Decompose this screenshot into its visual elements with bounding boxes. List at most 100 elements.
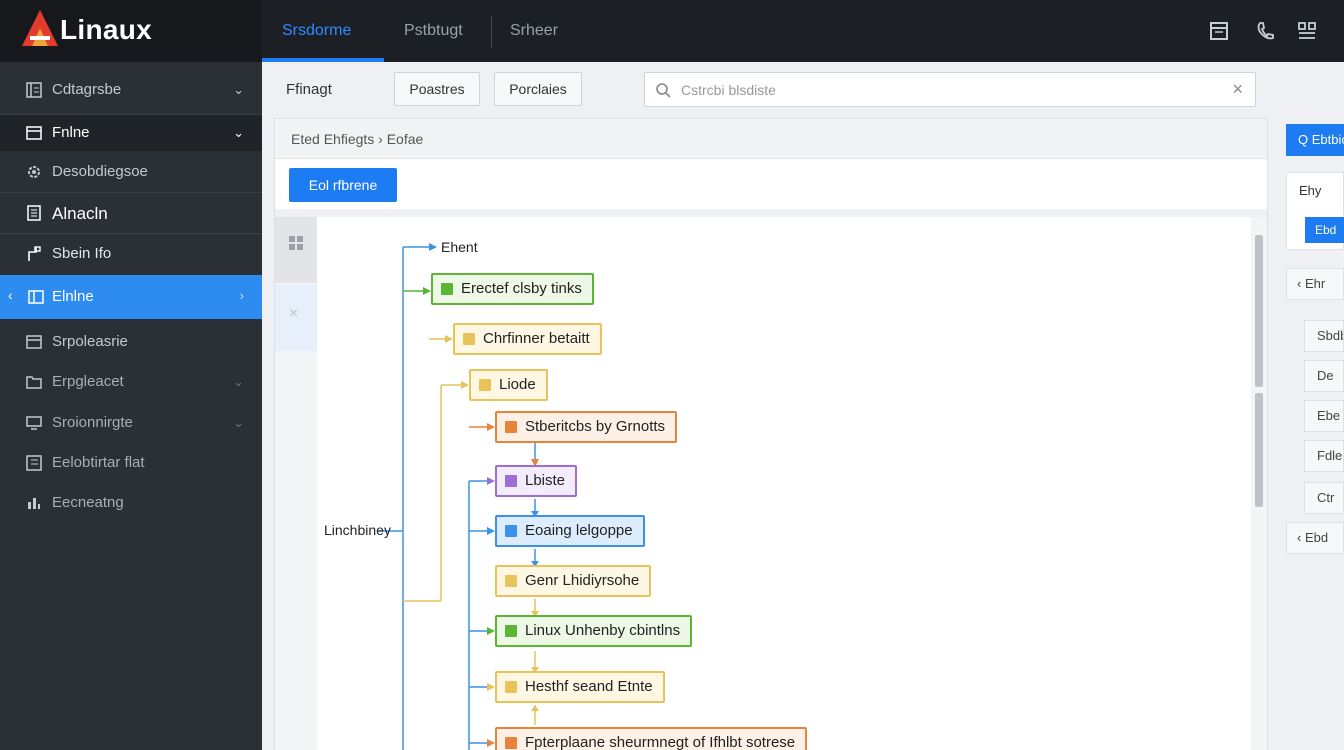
node-marker [505, 737, 517, 749]
breadcrumb: Eted Ehfiegts › Eofae [291, 131, 424, 147]
tab-divider [491, 16, 492, 48]
grid-menu-icon[interactable] [1296, 20, 1318, 42]
right-panel-row[interactable]: ‹ Ehr [1286, 268, 1344, 300]
node-marker [479, 379, 491, 391]
top-bar: Linaux Srsdorme Pstbtugt Srheer [0, 0, 1344, 62]
right-panel-row[interactable]: De [1304, 360, 1344, 392]
linux-logo-icon [22, 10, 58, 46]
window-icon [26, 335, 42, 349]
node-label: Stberitcbs by Grnotts [525, 418, 666, 435]
sidebar-item-label: Eecneatng [52, 494, 124, 511]
sidebar-item-fnlne[interactable]: Fnlne ⌄ [0, 115, 262, 151]
tab-srsdorme[interactable]: Srsdorme [282, 22, 352, 39]
active-tab-indicator [262, 58, 384, 62]
diagram-node[interactable]: Stberitcbs by Grnotts [495, 411, 678, 443]
chevron-down-icon: ⌄ [233, 374, 244, 389]
tab-srheer[interactable]: Srheer [510, 22, 559, 39]
bar-chart-icon [28, 498, 40, 509]
vertical-scrollbar[interactable] [1251, 217, 1267, 750]
diagram-root-label: Linchbiney [324, 522, 391, 538]
sidebar-item-erpgleacet[interactable]: Erpgleacet ⌄ [0, 362, 262, 402]
sidebar-item-label: Elnlne [52, 288, 94, 305]
sidebar-divider [0, 192, 262, 193]
sidebar-item-label: Sbein Ifo [52, 245, 112, 262]
diagram-node[interactable]: Eoaing lelgoppe [495, 515, 645, 547]
sidebar-item-eecneatng[interactable]: Eecneatng [0, 483, 262, 523]
diagram-node[interactable]: Genr Lhidiyrsohe [495, 565, 652, 597]
diagram-connectors [377, 243, 539, 750]
close-tool-button[interactable]: × [275, 285, 317, 351]
sidebar-item-label: Desobdiegsoe [52, 163, 148, 180]
chevron-down-icon: ⌄ [233, 125, 244, 140]
tab-pstbtugt[interactable]: Pstbtugt [404, 22, 463, 39]
node-marker [505, 625, 517, 637]
close-icon[interactable]: × [1232, 79, 1243, 99]
chevron-left-icon: ‹ [1297, 530, 1305, 545]
sidebar-item-srpoleasrie[interactable]: Srpoleasrie [0, 322, 262, 362]
node-marker [463, 333, 475, 345]
sidebar-item-elnlne[interactable]: ‹ Elnlne › [0, 275, 262, 319]
node-marker [505, 475, 517, 487]
right-panel-row[interactable]: Fdle [1304, 440, 1344, 472]
diagram-node[interactable]: Erectef clsby tinks [431, 273, 594, 305]
folder-tree-icon [26, 82, 42, 98]
right-panel-card: Ehy Ebd [1286, 172, 1344, 250]
sidebar-item-label: Erpgleacet [52, 373, 124, 390]
node-label: Genr Lhidiyrsohe [525, 572, 640, 589]
primary-action-button[interactable]: Eol rfbrene [289, 168, 397, 202]
sidebar-item-cdtagrsbe[interactable]: Cdtagrsbe ⌄ [0, 70, 262, 110]
sidebar-item-label: Srpoleasrie [52, 333, 128, 350]
brand-area: Linaux [0, 0, 262, 62]
sidebar-item-desobdiegsoe[interactable]: Desobdiegsoe [0, 152, 262, 192]
sidebar-item-label: Fnlne [52, 124, 90, 141]
brand-name: Linaux [60, 14, 153, 45]
chevron-down-icon: ⌄ [233, 82, 244, 97]
scrollbar-thumb[interactable] [1255, 235, 1263, 387]
chart-icon [26, 455, 42, 471]
sidebar-item-sbein-ifo[interactable]: Sbein Ifo [0, 234, 262, 274]
diagram-node[interactable]: Fpterplaane sheurmnegt of Ifhlbt sotrese [495, 727, 808, 750]
node-label: Eoaing lelgoppe [525, 522, 633, 539]
sidebar-divider [0, 114, 262, 115]
panel-divider [275, 209, 1267, 217]
chevron-left-icon: ‹ [8, 287, 13, 303]
phone-icon[interactable] [1254, 20, 1276, 42]
sidebar-item-sroionnirgte[interactable]: Sroionnirgte ⌄ [0, 403, 262, 443]
mini-tool-rail: × [275, 217, 317, 750]
right-panel-row[interactable]: Ebe [1304, 400, 1344, 432]
chevron-right-icon: › [239, 288, 244, 303]
sidebar-item-label: Sroionnirgte [52, 414, 133, 431]
sidebar-item-alnacln[interactable]: Alnacln [0, 193, 262, 233]
diagram-canvas: Ehent Linchbiney Erectef clsby tinks Chr… [317, 217, 1251, 750]
right-panel-row[interactable]: Ctr [1304, 482, 1344, 514]
right-panel-row[interactable]: ‹ Ebd [1286, 522, 1344, 554]
diagram-node[interactable]: Liode [469, 369, 548, 401]
node-label: Fpterplaane sheurmnegt of Ifhlbt sotrese [525, 734, 796, 750]
diagram-node[interactable]: Lbiste [495, 465, 578, 497]
diagram-node[interactable]: Chrfinner betaitt [453, 323, 602, 355]
folder-icon [26, 376, 42, 389]
window-icon [28, 290, 44, 304]
diagram-node[interactable]: Linux Unhenby cbintlns [495, 615, 693, 647]
node-marker [505, 421, 517, 433]
right-card-button[interactable]: Ebd [1305, 217, 1344, 243]
sidebar-divider [0, 233, 262, 234]
scrollbar-thumb[interactable] [1255, 393, 1263, 507]
right-panel-row[interactable]: Sbdb [1304, 320, 1344, 352]
grid-tool-button[interactable] [275, 217, 317, 283]
node-marker [505, 681, 517, 693]
right-panel-tab[interactable]: Q Ebtbic [1286, 124, 1344, 156]
sidebar-item-label: Alnacln [52, 204, 108, 223]
gear-icon [28, 166, 40, 178]
diagram-node[interactable]: Hesthf seand Etnte [495, 671, 665, 703]
sidebar: Cdtagrsbe ⌄ Fnlne ⌄ Desobdiegsoe Alnacln… [0, 62, 262, 750]
breadcrumb-bar: Eted Ehfiegts › Eofae [275, 119, 1267, 159]
window-icon[interactable] [1208, 20, 1230, 42]
toolbar-button-poastres[interactable]: Poastres [394, 72, 480, 106]
branch-icon [28, 246, 41, 261]
search-input[interactable]: Cstrcbi blsdiste × [644, 72, 1256, 107]
sidebar-item-eelobtirtar-flat[interactable]: Eelobtirtar flat [0, 443, 262, 483]
search-placeholder: Cstrcbi blsdiste [681, 82, 776, 98]
toolbar-button-porclaies[interactable]: Porclaies [494, 72, 582, 106]
monitor-icon [26, 416, 42, 430]
